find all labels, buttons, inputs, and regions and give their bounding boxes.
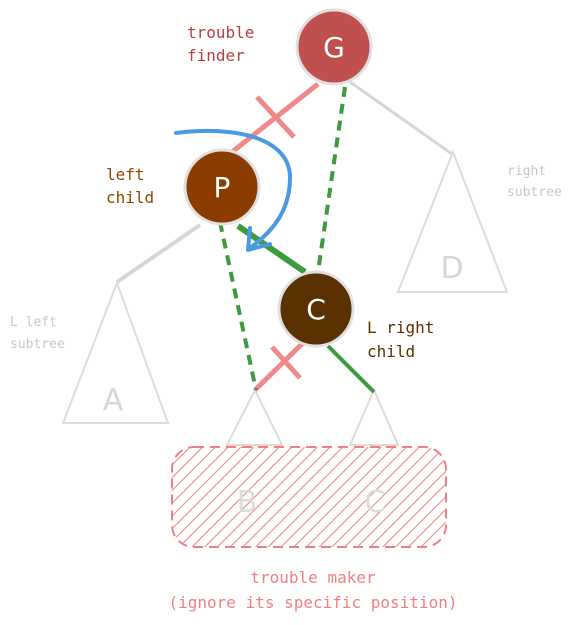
subtree-c2-letter: C	[365, 485, 386, 520]
subtree-b-triangle	[225, 387, 284, 446]
label-l-left-subtree-1: L left	[10, 315, 57, 330]
edge-p-b-dashed	[218, 221, 258, 391]
edge-g-d	[349, 80, 453, 156]
label-trouble-maker-2: (ignore its specific position)	[169, 593, 458, 612]
subtree-d-letter: D	[440, 251, 463, 286]
label-l-right-child-2: child	[367, 342, 415, 361]
subtree-c-triangle	[348, 387, 400, 446]
node-p-letter: P	[214, 171, 231, 204]
label-trouble-finder-2: finder	[187, 46, 245, 65]
cut-mark-g-p-1	[255, 95, 296, 139]
node-g-letter: G	[323, 31, 345, 64]
node-p[interactable]: P	[183, 148, 261, 226]
edge-p-a	[115, 223, 202, 284]
node-g[interactable]: G	[295, 8, 373, 86]
subtree-a-triangle	[61, 280, 170, 424]
label-l-right-child-1: L right	[367, 318, 434, 337]
cut-mark-c-b	[270, 345, 302, 380]
rotation-arrow	[174, 128, 293, 250]
edge-g-c-dashed	[316, 86, 347, 273]
edge-c-b	[253, 336, 310, 392]
label-right-subtree-2: subtree	[507, 185, 562, 200]
subtree-d-triangle	[396, 149, 509, 293]
trouble-maker-box	[171, 446, 447, 548]
label-l-left-subtree-2: subtree	[10, 337, 65, 352]
subtree-b-letter: B	[237, 485, 258, 520]
label-right-subtree-1: right	[507, 164, 546, 179]
rotation-arrow-head	[246, 226, 272, 252]
label-left-child-2: child	[106, 188, 154, 207]
node-c[interactable]: C	[277, 270, 355, 348]
label-left-child-1: left	[106, 165, 145, 184]
node-c-letter: C	[306, 293, 326, 326]
subtree-a-letter: A	[103, 383, 124, 418]
edge-c-c2	[326, 344, 376, 394]
label-trouble-finder-1: trouble	[187, 23, 254, 42]
label-trouble-maker-1: trouble maker	[250, 568, 376, 587]
